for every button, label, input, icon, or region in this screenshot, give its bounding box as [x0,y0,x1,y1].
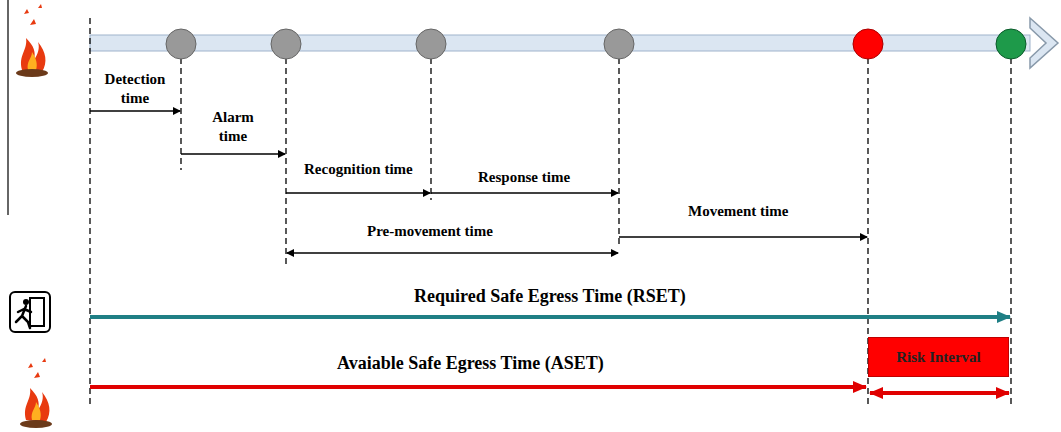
interval-label: Response time [478,168,570,187]
interval-label: Recognition time [304,160,413,179]
exit-icon [10,292,50,332]
interval-label: Movement time [688,202,788,221]
fire-icon [16,4,48,77]
interval-label: Alarm time [203,108,263,146]
risk-interval-box: Risk Interval [868,337,1009,377]
aset-label: Avaiable Safe Egress Time (ASET) [337,352,604,375]
rset-label: Required Safe Egress Time (RSET) [414,285,686,308]
interval-label: Pre-movement time [367,222,493,241]
fire-icon [20,358,52,428]
interval-label: Detection time [100,70,170,108]
box-text: Risk Interval [896,349,981,366]
